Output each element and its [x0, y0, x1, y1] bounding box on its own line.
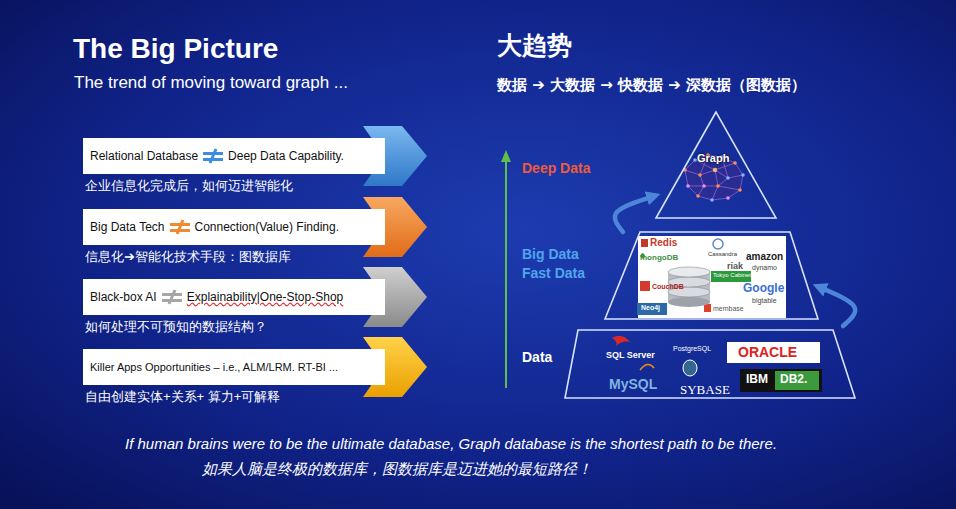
not-equal-icon [177, 220, 183, 234]
logo-text: ORACLE [738, 344, 797, 360]
question-text: 信息化➔智能化技术手段：图数据库 [85, 250, 291, 265]
brain-network [710, 198, 714, 202]
sql-logos [612, 336, 630, 346]
brain-network [733, 161, 737, 165]
statement-text: Relational Database [90, 149, 198, 163]
logo-text: CouchDB [652, 283, 684, 291]
statement-text: Explainability|One-Stop-Shop [187, 290, 344, 304]
data-trapezoid-outline [565, 330, 855, 398]
logo-text: Google [743, 282, 784, 296]
contrast-row: Big Data Tech Connection(Value) Finding. 信… [83, 196, 428, 272]
bigdata-trapezoid: RedisCassandra mongoDB riakamazondynamoCou… [605, 232, 818, 320]
statement-text: Big Data Tech [90, 220, 165, 234]
graph-triangle-outline [656, 112, 776, 218]
bigdata-trapezoid-outline [605, 232, 818, 319]
brain-network [726, 176, 730, 180]
section-heading: 大趋势 [497, 32, 572, 61]
nosql-logo-panel [640, 281, 650, 291]
question-text: 企业信息化完成后，如何迈进智能化 [85, 179, 293, 194]
question-text: 如何处理不可预知的数据结构？ [85, 320, 267, 335]
bigdata-trapezoid-outline [605, 232, 818, 320]
statement-box: Big Data Tech Connection(Value) Finding. [83, 209, 385, 245]
not-equal-icon [210, 149, 216, 163]
caption-translation: 如果人脑是终极的数据库，图数据库是迈进她的最短路径！ [202, 460, 592, 477]
data-trapezoid: SQL Server PostgreSQL ORACLE MySQL SYBASE IBM… [565, 326, 857, 400]
brain-network [741, 173, 745, 177]
question-text: 自由创建实体+关系+ 算力+可解释 [85, 390, 280, 405]
logo-text: MySQL [609, 376, 657, 392]
growth-axis-arrow [501, 150, 511, 162]
logo-text: dynamo [752, 264, 777, 272]
sql-logos [683, 360, 697, 376]
level-label: Big Data [522, 246, 579, 262]
logo-text: SQL Server [606, 350, 655, 360]
brain-network [716, 184, 720, 188]
not-equal-icon [169, 219, 191, 235]
statement-box: Killer Apps Opportunities – i.e., ALM/LR… [83, 349, 385, 385]
level-up-arrow [615, 196, 655, 232]
level-label: Fast Data [522, 265, 585, 281]
sql-logos [727, 342, 820, 363]
graph-triangle: Graph [655, 110, 777, 220]
statement-box: Relational Database Deep Data Capability. [83, 138, 385, 174]
statement-text: Connection(Value) Finding. [195, 220, 340, 234]
brain-network [686, 184, 690, 188]
logo-text: amazon [746, 251, 783, 263]
logo-text: DB2. [780, 373, 807, 387]
growth-axis-arrow [501, 150, 511, 388]
not-equal-icon [169, 290, 175, 304]
graph-triangle-outline [655, 110, 777, 220]
sql-logos [740, 369, 822, 392]
logo-text: Tokyo Cabinet [713, 272, 751, 279]
not-equal-icon [161, 289, 183, 305]
brain-network [693, 158, 697, 162]
brain-network [726, 196, 730, 200]
nosql-logo-panel [713, 239, 723, 249]
statement-text: Killer Apps Opportunities – i.e., ALM/LR… [90, 361, 338, 373]
sql-logos [775, 371, 819, 390]
subtitle: The trend of moving toward graph ... [74, 73, 348, 93]
logo-text: membase [713, 305, 744, 313]
logo-text: PostgreSQL [673, 345, 711, 353]
slide-title: The Big Picture [73, 33, 278, 65]
level-label: Deep Data [522, 160, 590, 176]
logo-text: Neo4j [641, 304, 660, 312]
nosql-logo-panel [711, 271, 751, 282]
slide-caption: If human brains were to be the ultimate … [125, 435, 777, 452]
sql-logos [640, 364, 654, 370]
trend-line: 数据 ➔ 大数据 → 快数据 ➔ 深数据（图数据） [497, 77, 806, 94]
statement-box: Black-box AI Explainability|One-Stop-Shop [83, 279, 385, 315]
logo-text: IBM [746, 373, 768, 387]
statement-text: Deep Data Capability. [228, 149, 344, 163]
logo-text: mongoDB [640, 253, 678, 262]
brain-network [696, 194, 700, 198]
not-equal-icon [202, 148, 224, 164]
brain-network [713, 168, 717, 172]
brain-network [702, 184, 706, 188]
nosql-logo-panel [638, 236, 786, 318]
level-up-arrow [818, 287, 855, 326]
contrast-row: Black-box AI Explainability|One-Stop-Shop… [83, 266, 428, 342]
nosql-logo-panel [637, 303, 667, 315]
level-label: Data [522, 349, 552, 365]
nosql-logo-panel [637, 236, 786, 318]
logo-text: Redis [650, 237, 677, 249]
logo-text: Cassandra [708, 251, 737, 258]
contrast-row: Killer Apps Opportunities – i.e., ALM/LR… [83, 336, 428, 412]
brain-network [738, 188, 742, 192]
logo-text: Graph [697, 152, 729, 165]
logo-text: SYBASE [680, 383, 730, 398]
logo-text: riak [727, 261, 743, 271]
nosql-logo-panel [668, 267, 710, 277]
logo-text: bigtable [752, 297, 777, 305]
contrast-row: Relational Database Deep Data Capability.… [83, 125, 428, 201]
nosql-logo-panel [641, 239, 648, 247]
growth-axis-arrow [505, 160, 507, 388]
statement-text: Black-box AI [90, 290, 157, 304]
nosql-logo-panel [668, 297, 710, 307]
brain-network [698, 173, 702, 177]
